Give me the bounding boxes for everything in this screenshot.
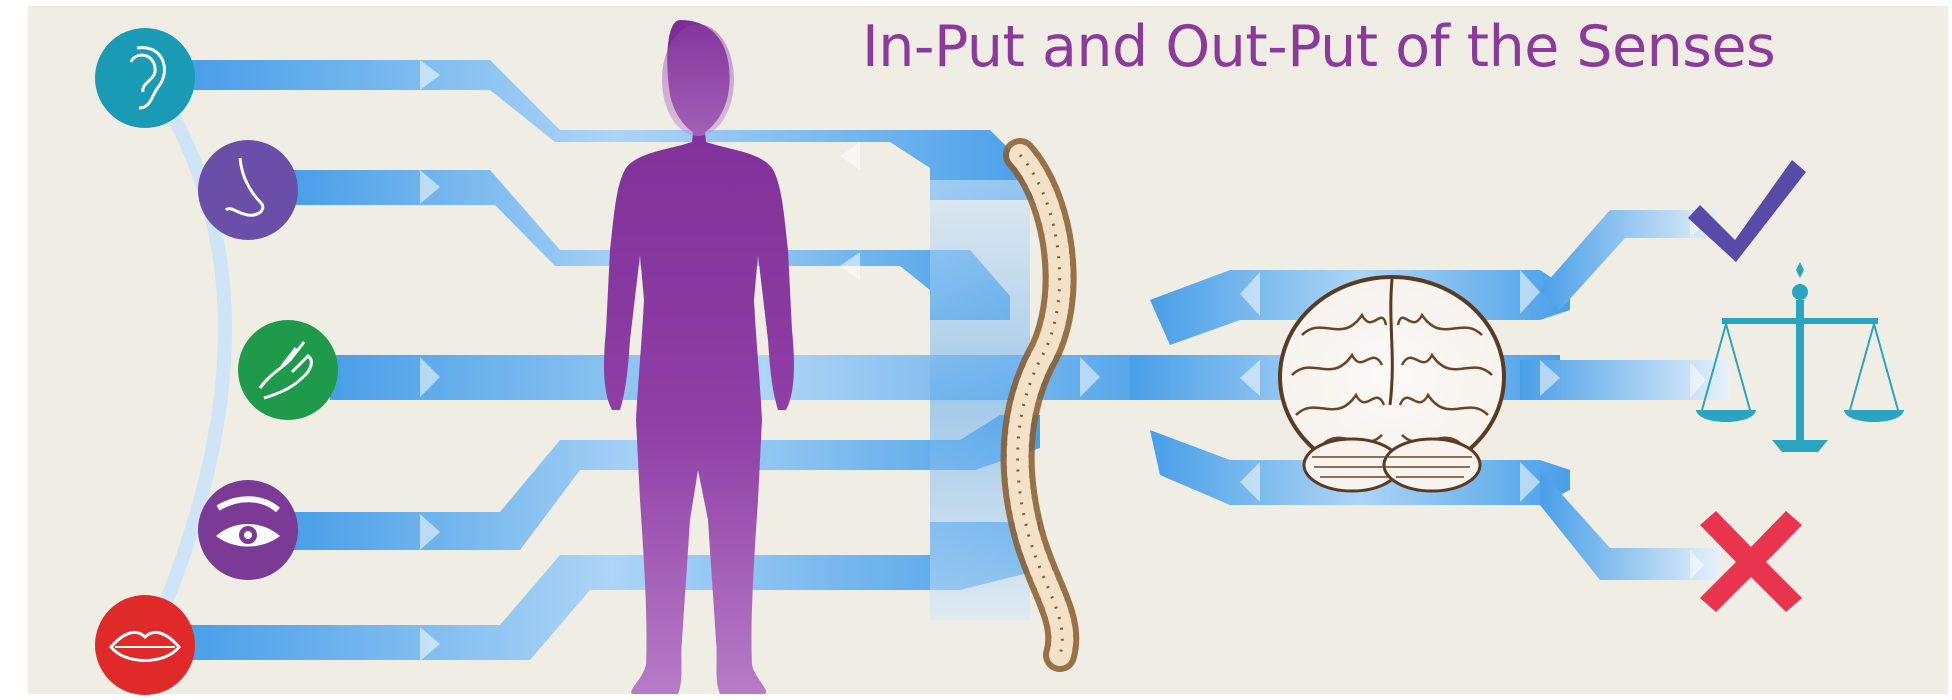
ear-icon xyxy=(95,28,195,128)
lips-icon xyxy=(95,595,195,695)
brain-illustration xyxy=(1280,277,1504,491)
diagram-title: In-Put and Out-Put of the Senses xyxy=(862,14,1775,80)
eye-icon xyxy=(198,480,298,580)
nose-icon xyxy=(198,140,298,240)
hand-icon xyxy=(238,320,338,420)
